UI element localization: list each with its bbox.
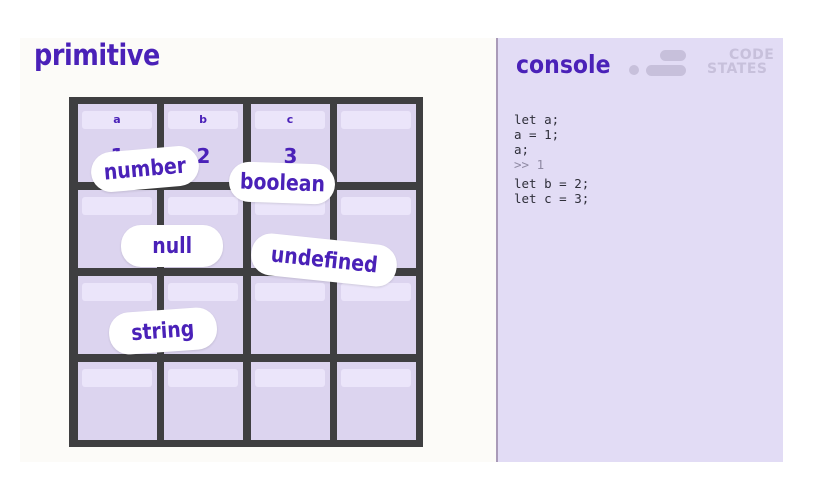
code-line: let a; <box>514 112 560 127</box>
memory-cell <box>337 276 416 354</box>
cell-value: 3 <box>283 144 298 168</box>
memory-cell <box>337 362 416 440</box>
type-pill-boolean[interactable]: boolean <box>228 161 336 205</box>
cell-tag <box>255 369 325 387</box>
memory-cell <box>78 362 157 440</box>
type-label: undefined <box>269 241 379 279</box>
cell-tag <box>255 283 325 301</box>
cell-tag <box>82 369 152 387</box>
code-line: let c = 3; <box>514 191 590 206</box>
memory-cell <box>251 276 330 354</box>
cell-tag <box>341 369 411 387</box>
console-panel <box>498 38 783 462</box>
console-output: let a; a = 1; a; >> 1 let b = 2; let c =… <box>514 112 589 206</box>
logo-text-code: CODE <box>729 47 775 63</box>
panel-divider <box>496 38 498 462</box>
memory-cell <box>164 362 243 440</box>
cell-tag <box>82 283 152 301</box>
type-pill-null[interactable]: null <box>121 225 223 267</box>
code-line: a; <box>514 142 530 157</box>
primitive-title: primitive <box>34 38 160 72</box>
cell-tag <box>341 283 411 301</box>
code-line: let b = 2; <box>514 176 590 191</box>
cell-tag: c <box>255 111 325 129</box>
cell-tag <box>82 197 152 215</box>
codestates-logo: CODE STATES <box>620 44 780 84</box>
type-pill-string[interactable]: string <box>107 306 219 356</box>
memory-cell <box>337 104 416 182</box>
cell-tag <box>341 197 411 215</box>
code-output-line: >> 1 <box>514 157 545 172</box>
cell-value: 2 <box>196 144 211 168</box>
logo-mark-icon <box>629 50 686 76</box>
type-label: boolean <box>239 169 325 197</box>
cell-tag <box>168 283 238 301</box>
cell-tag <box>341 111 411 129</box>
memory-cell <box>251 362 330 440</box>
type-label: string <box>130 316 196 346</box>
console-title: console <box>516 50 611 79</box>
logo-text-states: STATES <box>707 61 768 77</box>
cell-tag <box>168 369 238 387</box>
type-label: null <box>152 233 192 259</box>
cell-tag: b <box>168 111 238 129</box>
type-label: number <box>102 152 188 186</box>
cell-tag: a <box>82 111 152 129</box>
cell-tag <box>168 197 238 215</box>
code-line: a = 1; <box>514 127 560 142</box>
